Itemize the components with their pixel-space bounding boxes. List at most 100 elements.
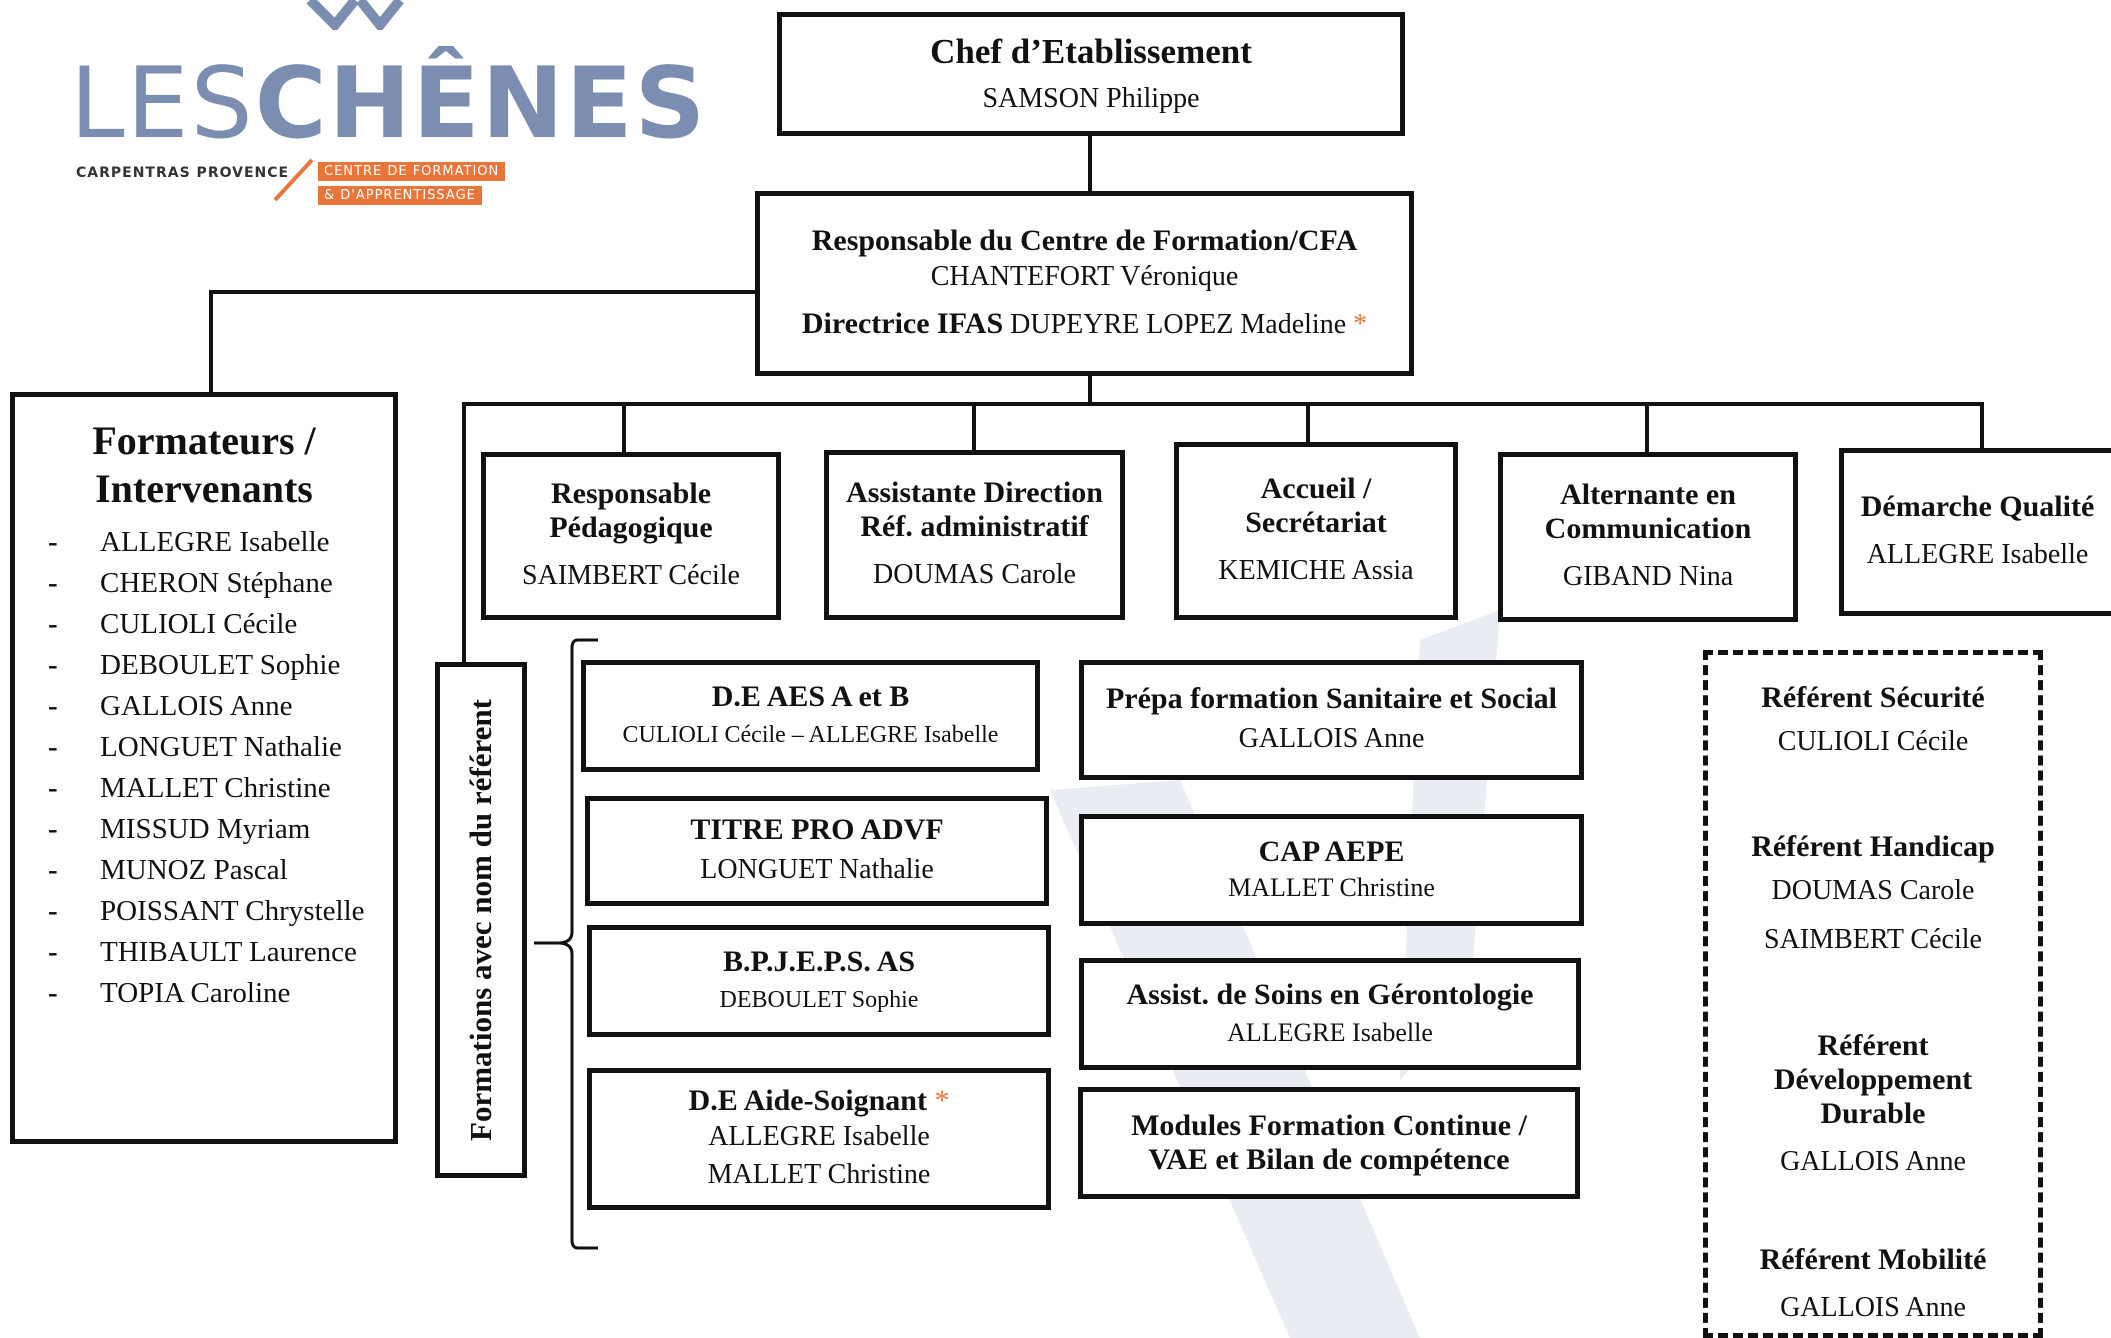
formation-referent: LONGUET Nathalie [700, 854, 934, 885]
staff-name: SAIMBERT Cécile [522, 560, 740, 591]
bullet-dash: - [48, 690, 58, 722]
formateur-item: - MISSUD Myriam [48, 809, 365, 850]
referent-title: Durable [1820, 1097, 1926, 1130]
staff-assistante-direction: Assistante Direction Réf. administratif … [824, 450, 1125, 620]
formateur-item: - THIBAULT Laurence [48, 932, 365, 973]
formation-title: TITRE PRO ADVF [690, 813, 944, 846]
formateur-name: MALLET Christine [100, 772, 331, 804]
formateur-item: -DEBOULET Sophie [48, 645, 365, 686]
formateur-name: CHERON Stéphane [100, 567, 333, 599]
bullet-dash: - [48, 813, 58, 845]
referent-name: GALLOIS Anne [1780, 1292, 1966, 1323]
cfa-title: Responsable du Centre de Formation/CFA [811, 223, 1358, 257]
staff-demarche-qualite: Démarche Qualité ALLEGRE Isabelle [1839, 448, 2111, 616]
bullet-dash: - [48, 567, 58, 599]
formateur-item: - GALLOIS Anne [48, 686, 365, 727]
formation-de-aes: D.E AES A et B CULIOLI Cécile – ALLEGRE … [581, 660, 1040, 772]
staff-title: Secrétariat [1245, 506, 1387, 539]
formation-title: D.E AES A et B [711, 680, 910, 713]
referent-handicap: Référent Handicap DOUMAS Carole SAIMBERT… [1708, 830, 2038, 959]
referent-title: Référent Mobilité [1759, 1243, 1987, 1276]
logo-tag-line1: CENTRE DE FORMATION [318, 162, 506, 181]
bullet-dash: - [48, 895, 58, 927]
staff-title: Alternante en [1560, 478, 1736, 511]
formation-referent: DEBOULET Sophie [719, 987, 919, 1013]
referent-mobilite: Référent Mobilité GALLOIS Anne [1708, 1243, 2038, 1327]
formateur-item: -MALLET Christine [48, 768, 365, 809]
chef-title: Chef d’Etablissement [930, 32, 1252, 71]
formation-title: Modules Formation Continue / [1131, 1109, 1527, 1142]
referent-name: SAIMBERT Cécile [1764, 924, 1982, 955]
bullet-dash: - [48, 731, 58, 763]
staff-name: KEMICHE Assia [1218, 555, 1414, 586]
formations-label: Formations avec nom du référent [463, 699, 498, 1141]
bullet-dash: - [48, 649, 58, 681]
formateurs-list: - ALLEGRE Isabelle - CHERON Stéphane - CULIOL… [48, 522, 365, 1014]
formations-label-box: Formations avec nom du référent [435, 662, 527, 1178]
formateur-item: - ALLEGRE Isabelle [48, 522, 365, 563]
formateur-name: THIBAULT Laurence [100, 936, 357, 968]
formation-title: VAE et Bilan de compétence [1148, 1143, 1510, 1176]
formateur-item: -MUNOZ Pascal [48, 850, 365, 891]
formateurs-box: Formateurs / Intervenants [10, 392, 398, 1144]
formation-titre-pro-advf: TITRE PRO ADVF LONGUET Nathalie [585, 796, 1049, 906]
referent-title: Référent Sécurité [1761, 681, 1985, 714]
ifas-name: DUPEYRE LOPEZ Madeline [1003, 308, 1347, 340]
bullet-dash: - [48, 608, 58, 640]
formateur-item: - LONGUET Nathalie [48, 727, 365, 768]
logo-leaf-icon [306, 0, 404, 30]
formation-referent: CULIOLI Cécile – ALLEGRE Isabelle [622, 722, 999, 748]
logo-slash [273, 158, 314, 202]
brace [534, 638, 598, 1250]
bullet-dash: - [48, 936, 58, 968]
staff-title: Réf. administratif [860, 510, 1089, 543]
bullet-dash: - [48, 977, 58, 1009]
formation-cap-aepe: CAP AEPE MALLET Christine [1079, 814, 1584, 926]
formation-title: Assist. de Soins en Gérontologie [1126, 978, 1534, 1011]
referent-name: DOUMAS Carole [1771, 875, 1975, 906]
chef-etablissement-box: Chef d’Etablissement SAMSON Philippe [777, 12, 1405, 136]
staff-name: ALLEGRE Isabelle [1866, 539, 2089, 570]
referent-title: Référent Handicap [1751, 830, 1995, 863]
formateur-name: LONGUET Nathalie [100, 731, 342, 763]
referent-title: Référent [1817, 1029, 1929, 1062]
formation-de-aide-soignant: D.E Aide-Soignant * ALLEGRE Isabelle MAL… [587, 1068, 1051, 1210]
formation-prepa-sanitaire-social: Prépa formation Sanitaire et Social GALL… [1079, 660, 1584, 780]
referent-title: Développement [1773, 1063, 1973, 1096]
chef-name: SAMSON Philippe [982, 83, 1200, 114]
ifas-line: Directrice IFAS DUPEYRE LOPEZ Madeline * [802, 306, 1367, 344]
formateur-name: POISSANT Chrystelle [100, 895, 365, 927]
ifas-title: Directrice IFAS [801, 306, 1004, 340]
referent-name: GALLOIS Anne [1780, 1146, 1966, 1177]
staff-name: GIBAND Nina [1562, 561, 1734, 592]
staff-title: Communication [1544, 512, 1752, 545]
formation-title: CAP AEPE [1258, 835, 1405, 868]
formation-referent: MALLET Christine [1228, 873, 1435, 902]
formation-assist-soins-gerontologie: Assist. de Soins en Gérontologie ALLEGRE… [1079, 958, 1581, 1070]
cfa-name: CHANTEFORT Véronique [930, 260, 1239, 292]
formation-referent: ALLEGRE Isabelle [1227, 1018, 1433, 1047]
logo-city: CARPENTRAS PROVENCE [76, 165, 290, 181]
staff-title: Accueil / [1260, 472, 1372, 505]
formation-title: D.E Aide-Soignant * [688, 1084, 950, 1117]
formation-title: Prépa formation Sanitaire et Social [1105, 682, 1558, 715]
staff-title: Pédagogique [549, 511, 713, 544]
formateur-item: -TOPIA Caroline [48, 973, 365, 1014]
formateur-name: ALLEGRE Isabelle [100, 526, 330, 558]
logo-wordmark: LESCHÊNES [70, 47, 708, 161]
staff-name: DOUMAS Carole [873, 559, 1076, 590]
bullet-dash: - [48, 526, 58, 558]
formateur-name: GALLOIS Anne [100, 690, 293, 722]
formateur-name: CULIOLI Cécile [100, 608, 298, 640]
staff-title: Assistante Direction [846, 476, 1103, 509]
formateur-item: - POISSANT Chrystelle [48, 891, 365, 932]
formateur-item: - CHERON Stéphane [48, 563, 365, 604]
referent-securite: Référent Sécurité CULIOLI Cécile [1708, 681, 2038, 761]
formateur-item: - CULIOLI Cécile [48, 604, 365, 645]
formateur-name: MISSUD Myriam [100, 813, 311, 845]
referents-box: Référent Sécurité CULIOLI Cécile Référen… [1703, 650, 2043, 1338]
formation-bpjeps-as: B.P.J.E.P.S. AS DEBOULET Sophie [587, 925, 1051, 1037]
responsable-cfa-box: Responsable du Centre de Formation/CFA C… [755, 191, 1414, 376]
formateurs-title: Formateurs / Intervenants [92, 418, 316, 511]
staff-responsable-pedagogique: Responsable Pédagogique SAIMBERT Cécile [481, 452, 781, 620]
